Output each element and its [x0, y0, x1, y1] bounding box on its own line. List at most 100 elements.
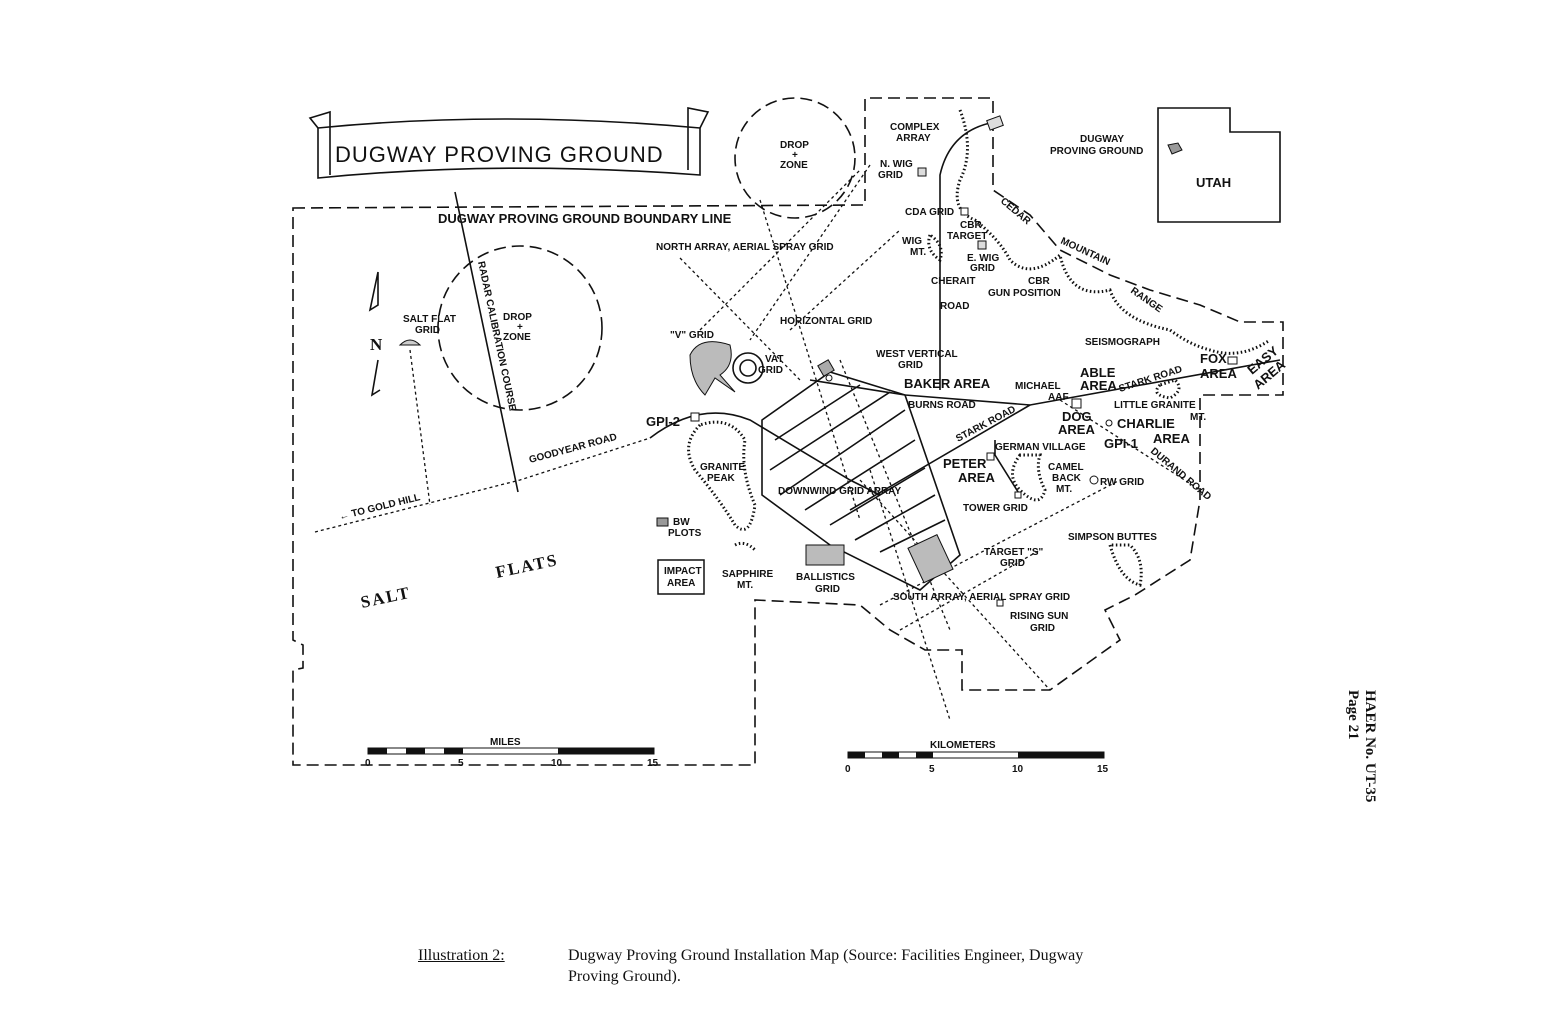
- label: CDA GRID: [905, 207, 954, 218]
- impact-area-box: [657, 559, 705, 595]
- label: VAT: [765, 354, 784, 365]
- label: SEISMOGRAPH: [1085, 337, 1160, 348]
- label: DROP: [780, 140, 809, 151]
- site-markers: [690, 115, 1238, 607]
- caption-label: Illustration 2:: [418, 947, 505, 964]
- label: SALT FLAT: [403, 314, 456, 325]
- label: AREA: [1153, 431, 1190, 446]
- scale-tick: 0: [365, 758, 371, 769]
- label: MT.: [1190, 412, 1206, 423]
- boundary-label: DUGWAY PROVING GROUND BOUNDARY LINE: [438, 211, 732, 226]
- drop-zone-label: DROP + ZONE DROP + ZONE: [503, 140, 809, 343]
- salt-flat-grid-marker: [398, 339, 422, 346]
- label: GRID: [970, 263, 995, 274]
- label: SOUTH ARRAY, AERIAL SPRAY GRID: [893, 592, 1070, 603]
- label: PLOTS: [668, 528, 702, 539]
- label: AREA: [667, 578, 695, 589]
- scale-bar-kilometers: KILOMETERS 0 5 10 15: [845, 740, 1109, 775]
- scale-tick: 5: [458, 758, 464, 769]
- label: GOODYEAR ROAD: [528, 432, 618, 466]
- target-s-grid-marker: [907, 534, 954, 584]
- label: +: [517, 322, 523, 333]
- label: BW: [673, 517, 690, 528]
- v-grid-marker: [689, 341, 736, 396]
- label: HORIZONTAL GRID: [780, 316, 872, 327]
- label: SIMPSON BUTTES: [1068, 532, 1157, 543]
- label: CAMEL: [1048, 462, 1084, 473]
- label: GERMAN VILLAGE: [995, 442, 1086, 453]
- drop-zone-circle: [437, 245, 603, 411]
- label: GPI-2: [646, 414, 680, 429]
- haer-number: HAER No. UT-35: [1362, 690, 1378, 803]
- scale-bar-miles: MILES 0 5 10 15: [365, 737, 659, 769]
- scale-tick: 5: [929, 764, 935, 775]
- label: +: [792, 150, 798, 161]
- scale-tick: 10: [1012, 764, 1024, 775]
- scale-label: MILES: [490, 737, 521, 748]
- utah-label: UTAH: [1196, 175, 1231, 190]
- scale-tick: 10: [551, 758, 563, 769]
- label: SALT: [359, 583, 413, 612]
- label: DOWNWIND GRID ARRAY: [778, 486, 901, 497]
- label: FOX: [1200, 351, 1227, 366]
- label: MT.: [910, 247, 926, 258]
- label: WEST VERTICAL: [876, 349, 958, 360]
- radar-course: [454, 191, 519, 493]
- label: GRID: [898, 360, 923, 371]
- label: ROAD: [940, 301, 969, 312]
- inset-label: DUGWAY: [1080, 134, 1124, 145]
- page-number: Page 21: [1345, 690, 1361, 740]
- label: DURAND ROAD: [1148, 446, 1213, 503]
- vat-grid-marker: [739, 359, 757, 377]
- inset-label: PROVING GROUND: [1050, 146, 1143, 157]
- dugway-marker-icon: [1167, 142, 1183, 155]
- label: RISING SUN: [1010, 611, 1068, 622]
- label: GRANITE: [700, 462, 745, 473]
- label: BURNS ROAD: [908, 400, 976, 411]
- cherait-road: [939, 121, 996, 390]
- figure-caption: Illustration 2: Dugway Proving Ground Ins…: [418, 945, 1088, 987]
- label: ARRAY: [896, 133, 931, 144]
- aerial-spray-lines: [679, 164, 1121, 721]
- label: AREA: [1080, 378, 1117, 393]
- label: TARGET: [947, 231, 987, 242]
- boundary-line: [292, 97, 1284, 766]
- label: NORTH ARRAY, AERIAL SPRAY GRID: [656, 242, 834, 253]
- title-banner: DUGWAY PROVING GROUND: [308, 107, 710, 179]
- scale-tick: 15: [647, 758, 659, 769]
- label: GRID: [878, 170, 903, 181]
- label: CHERAIT: [931, 276, 975, 287]
- haer-page-note: HAER No. UT-35 Page 21: [1344, 690, 1378, 802]
- label: AAF: [1048, 392, 1069, 403]
- label: RW GRID: [1100, 477, 1144, 488]
- scale-tick: 0: [845, 764, 851, 775]
- label: AREA: [1058, 422, 1095, 437]
- label: COMPLEX: [890, 122, 940, 133]
- north-label: N: [370, 335, 384, 354]
- scale-tick: 15: [1097, 764, 1109, 775]
- label: TARGET "S": [984, 547, 1044, 558]
- label: DROP: [503, 312, 532, 323]
- label: GRID: [1000, 558, 1025, 569]
- label: ZONE: [780, 160, 808, 171]
- label: GRID: [815, 584, 840, 595]
- ballistics-grid-marker: [805, 544, 845, 566]
- north-arrow-icon: N: [368, 271, 384, 397]
- utah-inset: UTAH DUGWAY PROVING GROUND: [1050, 107, 1281, 223]
- label: RANGE: [1128, 285, 1164, 315]
- map-title: DUGWAY PROVING GROUND: [335, 142, 664, 167]
- label: IMPACT: [664, 566, 702, 577]
- label: GRID: [415, 325, 440, 336]
- label: PETER: [943, 456, 987, 471]
- label: "V" GRID: [670, 330, 714, 341]
- label: MT.: [737, 580, 753, 591]
- label: MT.: [1056, 484, 1072, 495]
- label: MICHAEL: [1015, 381, 1061, 392]
- label: CBR: [960, 220, 982, 231]
- horizontal-grid-marker: [817, 359, 835, 377]
- caption-text: Dugway Proving Ground Installation Map (…: [568, 947, 1084, 985]
- bw-plots-marker: [656, 517, 669, 527]
- label: WIG: [902, 236, 922, 247]
- label: BACK: [1052, 473, 1082, 484]
